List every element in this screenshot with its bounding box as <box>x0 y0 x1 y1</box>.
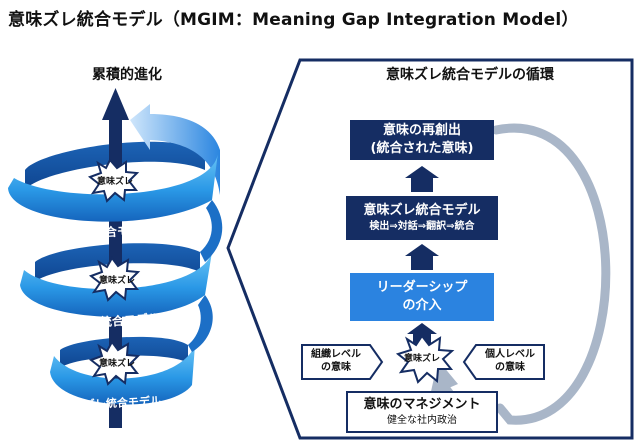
leadership-title: リーダーシップ <box>376 280 468 296</box>
org-level-line1: 組織レベル <box>311 349 361 360</box>
management-subtitle: 健全な社内政治 <box>387 415 457 427</box>
left-heading: 累積的進化 <box>92 67 162 83</box>
org-level-line2: の意味 <box>321 362 351 373</box>
management-box: 意味のマネジメント 健全な社内政治 <box>346 391 498 433</box>
burst-label: 意味ズレ <box>96 177 133 187</box>
integration-box: 意味ズレ統合モデル 検出⇒対話⇒翻訳⇒統合 <box>346 196 498 240</box>
management-title: 意味のマネジメント <box>363 397 481 413</box>
recreation-subtitle: (統合された意味) <box>370 141 474 156</box>
cycle-loop-arrow <box>491 123 611 425</box>
personal-level-tag <box>462 344 545 380</box>
up-arrow <box>405 244 439 270</box>
personal-level-line1: 個人レベル <box>485 349 535 360</box>
integration-title: 意味ズレ統合モデル <box>363 203 481 219</box>
integration-steps: 検出⇒対話⇒翻訳⇒統合 <box>369 221 475 233</box>
burst-label: 意味ズレ <box>98 359 135 369</box>
spiral-top-arrow <box>130 104 220 195</box>
recreation-title: 意味の再創出 <box>382 123 461 139</box>
ribbon-front-bottom <box>50 345 195 405</box>
burst-icon <box>87 158 140 203</box>
cycle-burst-icon <box>395 334 455 384</box>
burst-label: 意味ズレ <box>98 276 135 286</box>
up-arrow <box>405 166 439 192</box>
ribbon-front-middle <box>20 252 212 317</box>
burst-icon <box>88 256 141 302</box>
cycle-burst-label: 意味ズレ <box>403 354 440 364</box>
ribbon-back-top <box>25 141 205 190</box>
leadership-box: リーダーシップ の介入 <box>350 273 494 321</box>
ribbon-front-top <box>8 152 218 222</box>
personal-level-line2: の意味 <box>495 362 525 373</box>
recreation-box: 意味の再創出 (統合された意味) <box>350 120 494 160</box>
leadership-subtitle: の介入 <box>402 298 442 313</box>
org-level-label: 組織レベル の意味 <box>304 348 368 374</box>
evolution-arrow-head <box>102 88 129 120</box>
cycle-heading: 意味ズレ統合モデルの循環 <box>386 67 554 83</box>
org-level-tag <box>301 344 384 380</box>
personal-level-label: 個人レベル の意味 <box>478 348 542 374</box>
page-title: 意味ズレ統合モデル（MGIM：Meaning Gap Integration M… <box>8 10 579 30</box>
burst-icon <box>88 340 141 386</box>
cycle-panel-border <box>226 58 634 440</box>
